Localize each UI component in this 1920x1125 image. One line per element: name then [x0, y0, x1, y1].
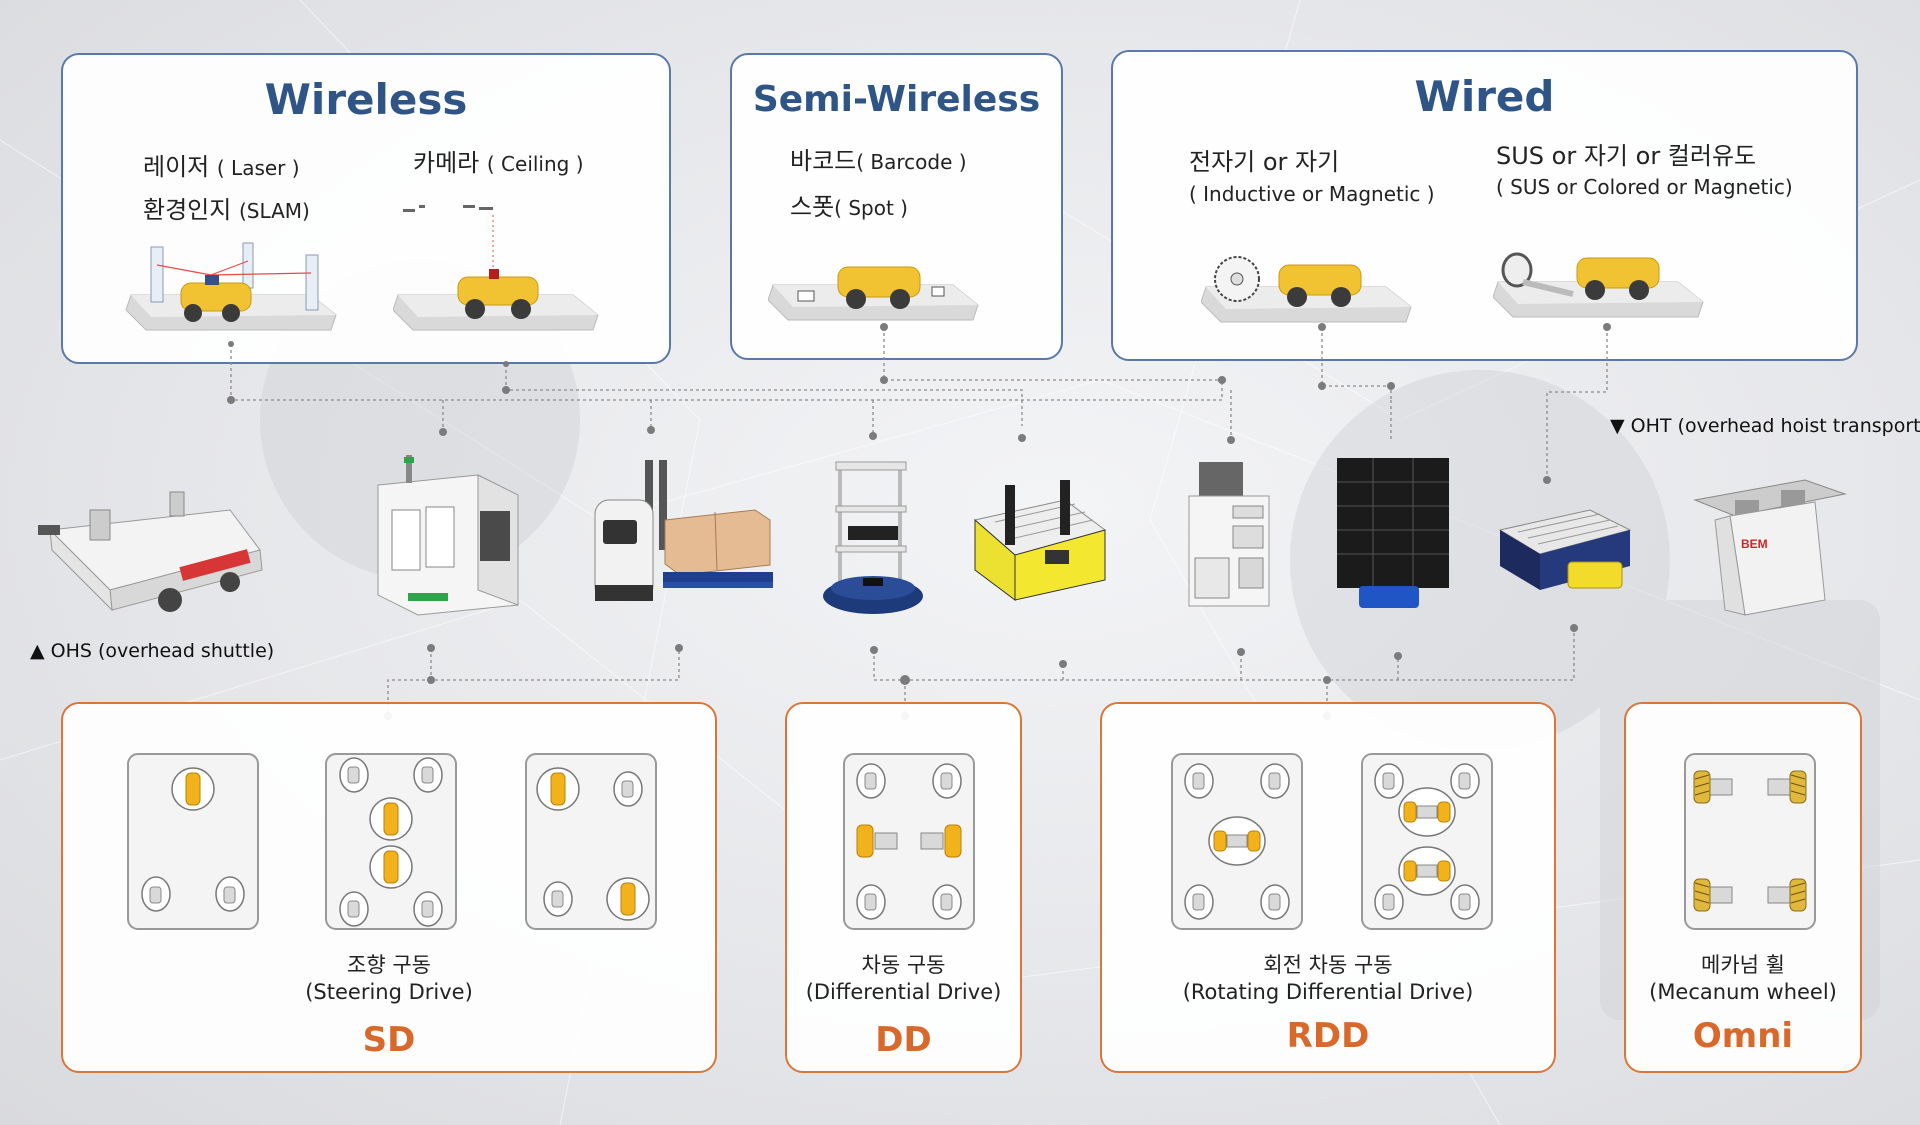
wired-panel: Wired 전자기 or 자기 ( Inductive or Magnetic … — [1111, 50, 1858, 361]
cabinet-agv-icon — [1188, 462, 1270, 607]
spot-label: 스폿( Spot ) — [790, 193, 908, 221]
conveyor-agv-icon — [973, 480, 1107, 601]
forklift-agv-icon — [594, 460, 773, 601]
mecanum-wheel-caption: 메카넘 휠 (Mecanum wheel) — [1649, 953, 1837, 1004]
semi-wireless-title: Semi-Wireless — [752, 79, 1041, 120]
rotating-differential-drive-abbr: RDD — [1286, 1016, 1370, 1056]
roller-agv-icon — [1498, 509, 1632, 590]
wired-title: Wired — [1414, 72, 1555, 121]
rack-amr-icon — [1337, 458, 1449, 608]
differential-drive-caption: 차동 구동 (Differential Drive) — [805, 953, 1002, 1004]
ceiling-camera-label: 카메라 ( Ceiling ) — [413, 149, 584, 177]
rotating-differential-drive-diagram — [1171, 753, 1493, 930]
differential-drive-diagram — [843, 753, 975, 930]
differential-drive-panel: 차동 구동 (Differential Drive) DD — [785, 702, 1022, 1073]
ceiling-camera-illustration — [393, 205, 599, 331]
sus-label-ko: SUS or 자기 or 컬러유도 — [1496, 142, 1757, 170]
mecanum-wheel-diagram — [1684, 753, 1816, 930]
oht-note: ▼ OHT (overhead hoist transport) — [1610, 415, 1920, 437]
laser-navigation-illustration — [125, 242, 337, 331]
overhead-hoist-icon: BEM — [1693, 479, 1847, 616]
inductive-navigation-illustration — [1201, 256, 1412, 323]
steering-drive-diagram — [127, 753, 657, 930]
sus-label-en: ( SUS or Colored or Magnetic) — [1496, 175, 1793, 199]
tower-amr-icon — [823, 461, 923, 614]
rotating-differential-drive-caption: 회전 차동 구동 (Rotating Differential Drive) — [1182, 953, 1474, 1004]
rotating-differential-drive-panel: 회전 차동 구동 (Rotating Differential Drive) R… — [1100, 702, 1556, 1073]
enclosed-agv-icon — [377, 455, 519, 616]
slam-label: 환경인지 (SLAM) — [143, 196, 310, 224]
wireless-panel: Wireless 레이저 ( Laser ) 환경인지 (SLAM) 카메라 (… — [61, 53, 671, 364]
steering-drive-panel: 조향 구동 (Steering Drive) SD — [61, 702, 717, 1073]
sus-tape-navigation-illustration — [1493, 252, 1704, 318]
brand-logo: BEM — [1741, 537, 1768, 551]
overhead-shuttle-icon — [38, 491, 263, 612]
wireless-title: Wireless — [264, 75, 468, 124]
semi-wireless-panel: Semi-Wireless 바코드( Barcode ) 스폿( Spot ) — [730, 53, 1063, 360]
laser-label: 레이저 ( Laser ) — [143, 153, 300, 181]
differential-drive-abbr: DD — [875, 1020, 932, 1060]
barcode-label: 바코드( Barcode ) — [790, 147, 967, 175]
mecanum-wheel-panel: 메카넘 휠 (Mecanum wheel) Omni — [1624, 702, 1862, 1073]
mecanum-wheel-abbr: Omni — [1692, 1016, 1794, 1056]
steering-drive-caption: 조향 구동 (Steering Drive) — [305, 953, 473, 1004]
ohs-note: ▲ OHS (overhead shuttle) — [30, 640, 275, 662]
steering-drive-abbr: SD — [362, 1020, 416, 1060]
barcode-navigation-illustration — [768, 266, 979, 321]
inductive-label-ko: 전자기 or 자기 — [1189, 148, 1340, 176]
inductive-label-en: ( Inductive or Magnetic ) — [1189, 182, 1435, 206]
